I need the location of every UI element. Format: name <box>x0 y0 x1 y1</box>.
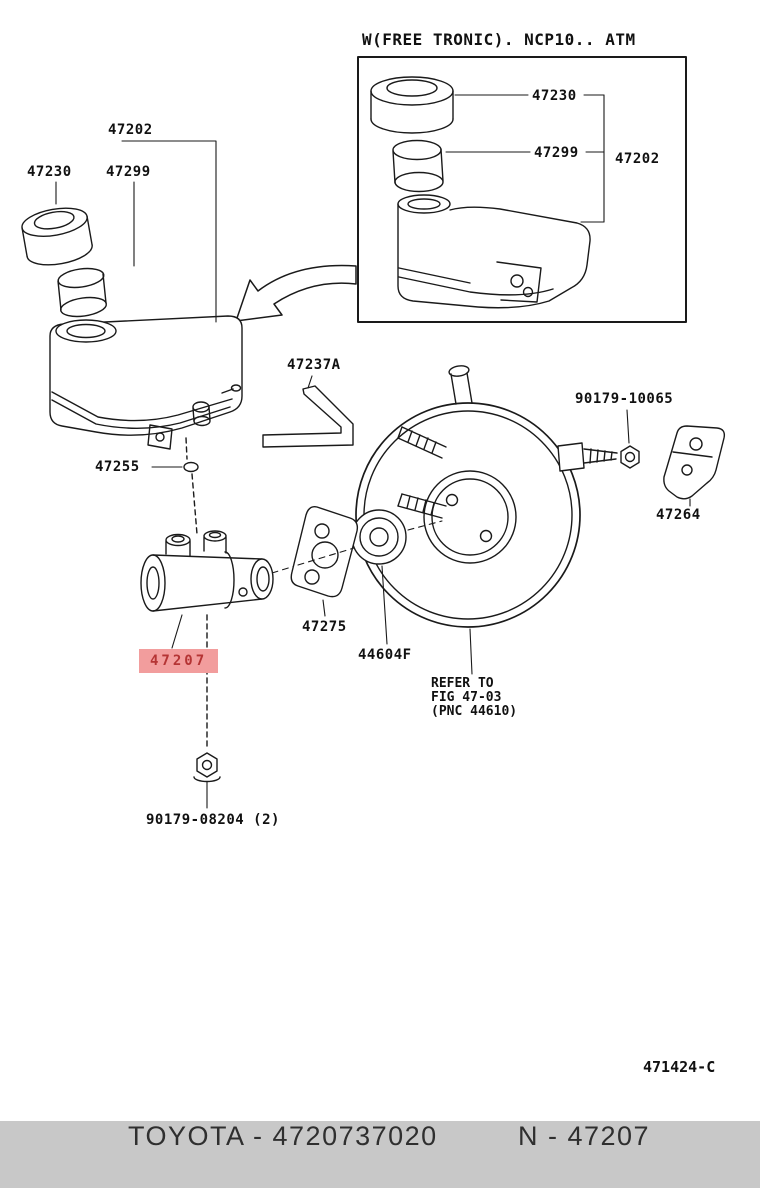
part-label-clevis-bracket[interactable]: 47264 <box>656 507 701 523</box>
assembly-axis-line-2 <box>297 547 355 566</box>
part-label-mounting-nut[interactable]: 90179-08204 (2) <box>146 812 280 828</box>
diagram-code: 471424-C <box>643 1058 716 1076</box>
small-grommet-drawing <box>151 437 199 535</box>
booster-reference-note-line3: (PNC 44610) <box>431 704 518 719</box>
reservoir-drawing <box>49 315 243 450</box>
reservoir-filter-drawing <box>57 267 108 318</box>
part-label-grommet-small[interactable]: 47255 <box>95 459 140 475</box>
part-label-inset-cap[interactable]: 47230 <box>532 88 577 104</box>
reservoir-cap-drawing <box>21 207 93 266</box>
assembly-axis-line-3 <box>407 520 443 531</box>
part-label-inset-assembly[interactable]: 47202 <box>615 151 660 167</box>
footer-part-code: N - 47207 <box>518 1121 651 1151</box>
part-label-gasket[interactable]: 47275 <box>302 619 347 635</box>
footer-bar: TOYOTA - 4720737020 N - 47207 <box>0 1121 760 1188</box>
grommet-drawing <box>351 509 407 645</box>
booster-reference-note: REFER TO FIG 47-03 (PNC 44610) <box>431 677 517 719</box>
part-label-master-cylinder-highlighted[interactable]: 47207 <box>139 649 219 673</box>
booster-reference-note-line2: FIG 47-03 <box>431 690 502 705</box>
part-label-grommet[interactable]: 44604F <box>358 647 412 663</box>
booster-reference-note-line1: REFER TO <box>431 676 494 691</box>
left-leader-lines <box>55 140 217 323</box>
part-label-reservoir-assembly[interactable]: 47202 <box>108 122 153 138</box>
inset-assembly-drawing <box>357 56 687 323</box>
part-label-reservoir-filter[interactable]: 47299 <box>106 164 151 180</box>
inset-leader-lines <box>445 94 605 223</box>
parts-diagram-drawing <box>21 56 726 809</box>
brake-booster-drawing <box>355 365 618 628</box>
part-label-clamp-bracket[interactable]: 47237A <box>287 357 341 373</box>
clevis-bracket-drawing <box>663 425 726 507</box>
part-label-reservoir-cap[interactable]: 47230 <box>27 164 72 180</box>
mounting-nut-drawing <box>193 614 221 809</box>
inset-variant-title: W(FREE TRONIC). NCP10.. ATM <box>362 30 636 49</box>
part-label-inset-filter[interactable]: 47299 <box>534 145 579 161</box>
footer-full-part-number: TOYOTA - 4720737020 <box>128 1121 438 1151</box>
refer-leader-line <box>469 628 473 675</box>
master-cylinder-drawing <box>140 530 274 649</box>
gasket-drawing <box>290 505 359 617</box>
lock-nut-drawing <box>620 409 640 469</box>
arrow-icon <box>235 264 357 322</box>
part-label-lock-nut[interactable]: 90179-10065 <box>575 391 674 407</box>
clamp-bracket-drawing <box>262 375 354 448</box>
